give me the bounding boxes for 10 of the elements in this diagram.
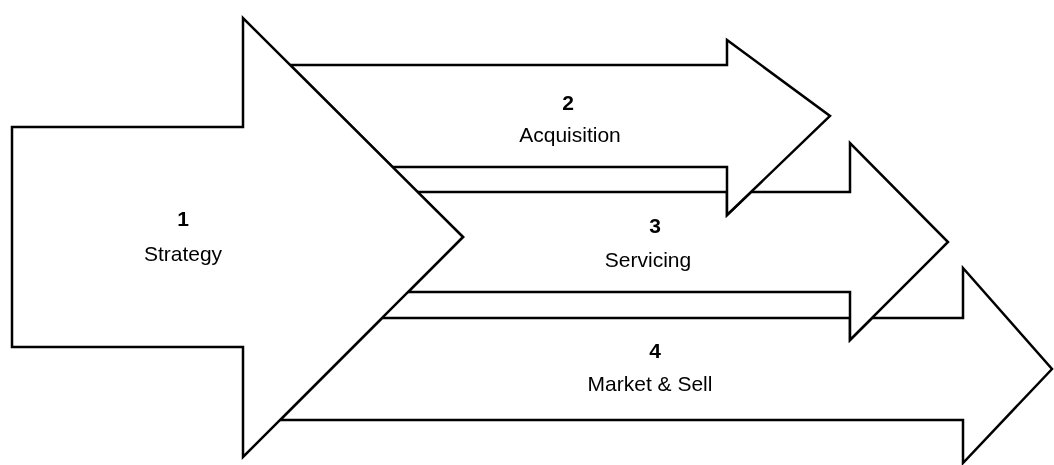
arrow-shape (290, 40, 830, 215)
step-label: Market & Sell (587, 373, 713, 394)
step-number: 1 (177, 208, 189, 229)
step-label: Strategy (143, 243, 223, 264)
step-number: 3 (649, 215, 661, 236)
step-number: 4 (649, 340, 661, 361)
arrow-shape (12, 18, 463, 457)
step-label: Acquisition (519, 124, 621, 145)
step-number: 2 (562, 92, 574, 113)
step-label: Servicing (604, 249, 692, 270)
